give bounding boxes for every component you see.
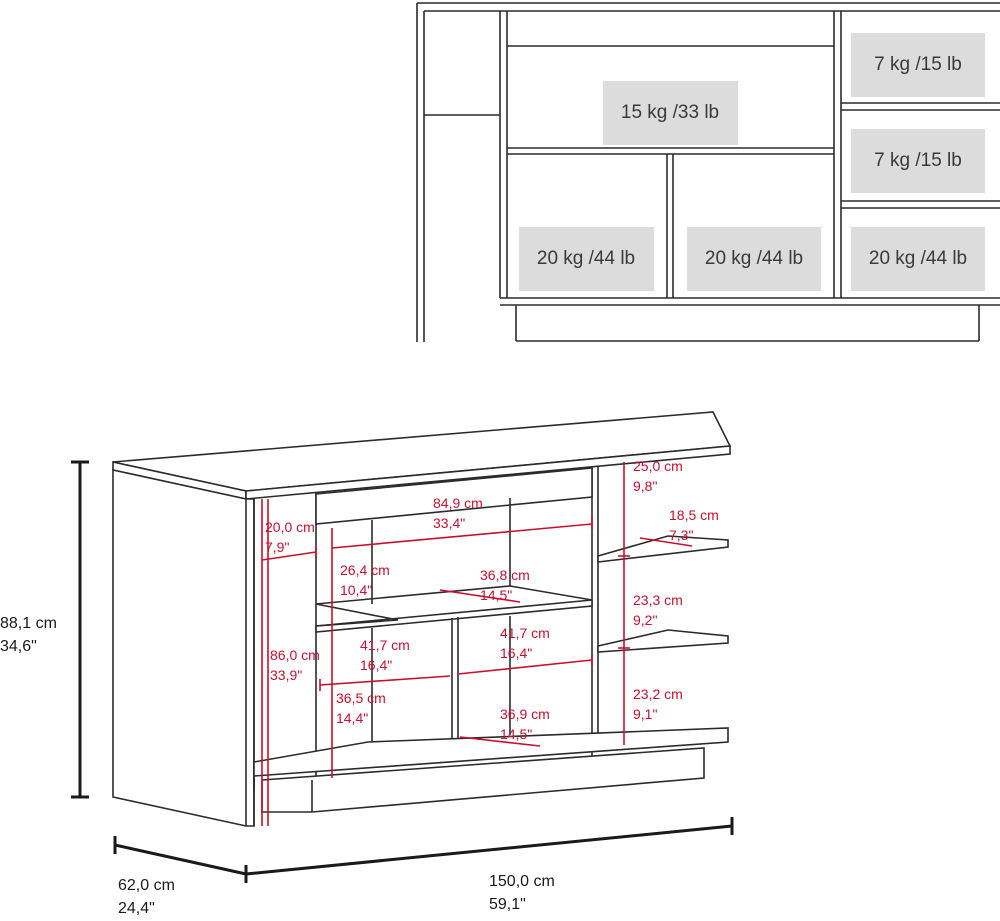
dim-width-in: 59,1" [489,896,526,913]
dim-side-height-cm: 86,0 cm [270,647,320,663]
dim-interior-top-width-in: 33,4" [433,515,465,531]
load-label-top-shelf: 15 kg /33 lb [621,102,719,123]
dim-right-top-height-cm: 25,0 cm [633,458,683,474]
dim-side-height-in: 33,9" [270,667,302,683]
dim-right-mid-height-in: 9,2" [633,612,657,628]
dim-shelf-depth-upper-in: 14,5" [480,587,512,603]
load-label-right-top: 7 kg /15 lb [874,54,962,75]
dim-shelf-depth-lower-cm: 36,9 cm [500,706,550,722]
dim-upper-open-height-cm: 26,4 cm [340,562,390,578]
dim-right-low-height-cm: 23,2 cm [633,686,683,702]
dim-shelf-depth-lower-in: 14,5" [500,726,532,742]
dim-right-shelf-depth-cm: 18,5 cm [669,507,719,523]
dim-top-opening-in: 7,9" [265,539,289,555]
load-label-bottom-center: 20 kg /44 lb [705,248,803,269]
interior-dimension-lines [261,462,693,826]
dim-top-opening-cm: 20,0 cm [265,519,315,535]
isometric-view [112,411,732,827]
load-box-bottom-right [851,227,985,291]
dim-lower-cube-height-in: 14,4" [336,710,368,726]
load-box-right-top [851,33,985,97]
dim-interior-top-width-cm: 84,9 cm [433,495,483,511]
load-label-right-middle: 7 kg /15 lb [874,150,962,171]
dim-width-cm: 150,0 cm [489,873,555,890]
load-box-right-middle [851,129,985,193]
load-label-bottom-right: 20 kg /44 lb [869,248,967,269]
dim-depth-cm: 62,0 cm [118,877,175,894]
dim-height-cm: 88,1 cm [0,615,57,632]
overall-dimension-lines [71,460,734,883]
dim-center-cube-width-cm: 41,7 cm [500,625,550,641]
dim-right-low-height-in: 9,1" [633,706,657,722]
dim-right-shelf-depth-in: 7,3" [669,527,693,543]
dim-center-cube-width-in: 16,4" [500,645,532,661]
dim-right-mid-height-cm: 23,3 cm [633,592,683,608]
dim-left-cube-width-in: 16,4" [360,657,392,673]
interior-dimension-labels: 84,9 cm 33,4" 20,0 cm 7,9" 26,4 cm 10,4"… [265,458,719,742]
front-elevation: 15 kg /33 lb 7 kg /15 lb 7 kg /15 lb 20 … [416,2,1000,342]
load-box-bottom-left [519,227,654,291]
dim-right-top-height-in: 9,8" [633,478,657,494]
dim-lower-cube-height-cm: 36,5 cm [336,690,386,706]
load-box-top-shelf [603,81,738,145]
load-box-bottom-center [687,227,821,291]
dim-upper-open-height-in: 10,4" [340,582,372,598]
dim-left-cube-width-cm: 41,7 cm [360,637,410,653]
dim-depth-in: 24,4" [118,900,155,917]
load-label-bottom-left: 20 kg /44 lb [537,248,635,269]
dim-height-in: 34,6" [0,638,37,655]
overall-dimension-labels: 88,1 cm 34,6" 62,0 cm 24,4" 150,0 cm 59,… [0,615,555,917]
dim-shelf-depth-upper-cm: 36,8 cm [480,567,530,583]
